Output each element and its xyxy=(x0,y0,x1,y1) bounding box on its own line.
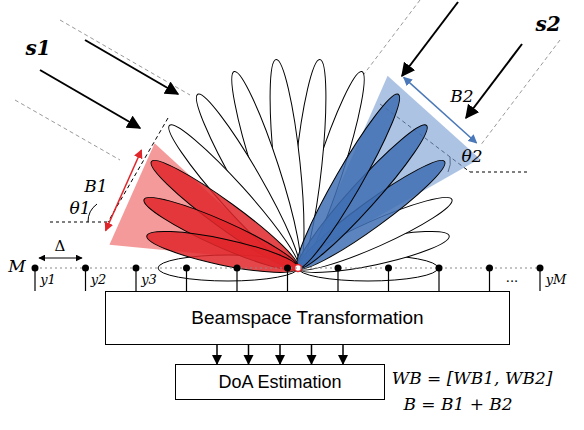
sensor-output: y3 xyxy=(140,273,158,287)
sensor-dot xyxy=(133,265,140,272)
box-label: DoA Estimation xyxy=(218,372,341,393)
sensor-dot xyxy=(537,265,544,272)
sensor-output: y1 xyxy=(39,273,57,287)
width-arrow xyxy=(404,77,477,143)
signal-arrow xyxy=(279,345,281,364)
signal-arrow xyxy=(342,345,344,364)
beam-lobes xyxy=(106,58,480,281)
signal-label: s2 xyxy=(534,13,561,35)
width-arrow xyxy=(106,150,142,231)
box-label: Beamspace Transformation xyxy=(191,307,423,329)
angle-label: θ2 xyxy=(460,147,483,166)
process-box: Beamspace Transformation xyxy=(105,291,510,345)
angle-label: θ1 xyxy=(68,199,91,218)
signal-arrow xyxy=(311,345,313,364)
sensor-dot xyxy=(82,265,89,272)
signal-arrow xyxy=(248,345,250,364)
sensor-dot xyxy=(436,265,443,272)
formula: B = B1 + B2 xyxy=(402,395,513,414)
sensor-output: yM xyxy=(545,273,568,287)
sensor-dot xyxy=(32,265,39,272)
beam-width-label: B2 xyxy=(449,87,474,106)
formula: WB = [WB1, WB2] xyxy=(391,369,554,388)
sensor-dot xyxy=(486,265,493,272)
sensor-dot xyxy=(335,265,342,272)
beam-lobe xyxy=(139,188,303,280)
sensor-dot xyxy=(234,265,241,272)
sensor-output: y2 xyxy=(90,273,108,287)
beam-lobe xyxy=(144,223,301,281)
sensor-dot xyxy=(385,265,392,272)
sensor-array xyxy=(32,258,544,291)
sensor-dot xyxy=(284,265,291,272)
spacing-label: Δ xyxy=(54,238,67,255)
signal-arrow xyxy=(216,345,218,364)
sensor-dot xyxy=(183,265,190,272)
ellipsis: ... xyxy=(505,271,519,285)
sensor-count: M xyxy=(7,257,26,276)
beam-lobe xyxy=(287,88,410,275)
beam-width-label: B1 xyxy=(83,177,108,196)
process-box: DoA Estimation xyxy=(175,364,385,400)
signal-label: s1 xyxy=(24,37,51,59)
